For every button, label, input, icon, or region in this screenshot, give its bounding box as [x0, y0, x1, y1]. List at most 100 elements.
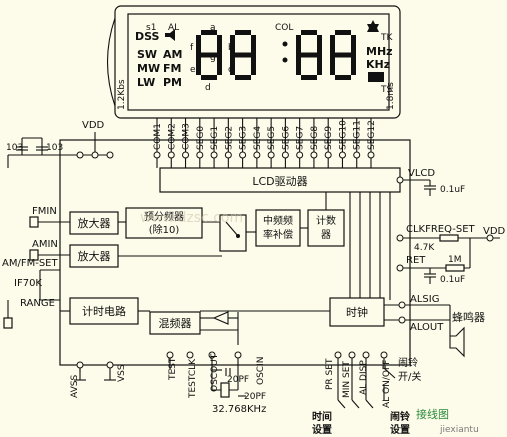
time-set-label-1: 时间	[312, 410, 332, 423]
buzzer-label: 蜂鸣器	[452, 310, 485, 324]
vdd-pin-terminal	[91, 151, 99, 159]
lcd-left-tab	[106, 17, 116, 107]
counter-block	[307, 209, 345, 247]
vss-label: VSS	[117, 364, 127, 382]
lcd-digit-3-segment-g	[301, 52, 317, 58]
lcd-digit-1-segment-d	[201, 75, 217, 80]
pin-terminal-seg7	[296, 151, 304, 159]
alarm-switch-label-1: 闹铃	[398, 356, 418, 369]
pin-terminal-com1	[153, 151, 161, 159]
crystal-icon	[220, 382, 230, 398]
cap-103-b-label: 103	[46, 143, 63, 153]
lcd-al-label: AL	[168, 23, 179, 33]
lcd-digit-2-segment-b	[251, 35, 256, 55]
lcd-digit-4-segment-d	[335, 75, 351, 80]
time-set-label-2: 设置	[312, 423, 332, 436]
pin-terminal-seg5	[267, 151, 275, 159]
lcd-digit-2-segment-e	[230, 55, 235, 75]
pin-label-seg6: SEG6	[281, 126, 291, 150]
if70k-label: IF70K	[14, 278, 42, 289]
cap-103-a-label: 103	[6, 143, 23, 153]
oscin-label: OSCIN	[256, 357, 266, 385]
mixer-block	[149, 311, 201, 335]
lcd-digit-1-segment-f	[196, 35, 201, 55]
lcd-khz-label: KHz	[366, 58, 390, 71]
ret-label: RET	[406, 255, 426, 266]
pin-label-seg3: SEG3	[239, 126, 249, 150]
pin-label-com1: COM1	[153, 123, 163, 150]
clock-label: 时钟	[346, 305, 368, 319]
lcd-digit-3-segment-a	[301, 30, 317, 35]
pin-terminal-com3	[182, 151, 190, 159]
vdd-decoupling-section: VDD 103 103	[6, 120, 114, 168]
lcd-digit-4-segment-f	[330, 35, 335, 55]
pin-terminal-seg2	[224, 151, 232, 159]
pin-terminal-seg9	[324, 151, 332, 159]
res-47k-label: 4.7K	[414, 243, 435, 253]
prescaler-label-1: 预分频器	[144, 210, 184, 223]
lcd-left-vertical-label: 1.2Kbs	[117, 79, 127, 110]
amin-label: AMIN	[32, 239, 58, 250]
lcd-digit-2-segment-f	[230, 35, 235, 55]
pin-label-seg10: SEG10	[338, 120, 348, 150]
lcd-digit-3-segment-d	[301, 75, 317, 80]
watermark-text: www.dzsc.com	[140, 210, 243, 226]
ret-cap-label: 0.1uF	[440, 275, 465, 285]
pin-terminal-seg8	[310, 151, 318, 159]
lcd-pm-label: PM	[163, 76, 182, 89]
lcd-digit-1-segment-e	[196, 55, 201, 75]
pin-terminal-seg4	[253, 151, 261, 159]
pin-label-seg4: SEG4	[253, 126, 263, 150]
resistor-4-7k	[439, 234, 459, 242]
sleep-bed-icon	[368, 72, 384, 82]
pin-terminal-seg3	[239, 151, 247, 159]
lcd-seg-letter-g: g	[210, 53, 216, 63]
watermark-text-2: 接线图	[416, 407, 449, 421]
pin-terminal-seg6	[281, 151, 289, 159]
ic-outline	[59, 139, 411, 366]
pin-label-seg1: SEG1	[210, 126, 220, 150]
alarm-set-label-1: 闹铃	[390, 410, 411, 423]
alarm-bell-icon	[367, 20, 379, 32]
lcd-digit-1-segment-g	[201, 52, 217, 58]
prescaler-label-2: (除10)	[149, 223, 180, 236]
lcd-seg-letter-c: c	[228, 65, 233, 75]
lcd-digit-4-segment-a	[335, 30, 351, 35]
lcd-seg-letter-b: b	[228, 43, 234, 53]
vlcd-label: VLCD	[408, 168, 435, 179]
prescaler-block	[125, 207, 203, 239]
if-compensation-label-1: 中频频	[263, 214, 293, 227]
pin-terminal-seg12	[367, 151, 375, 159]
pin-label-seg5: SEG5	[267, 126, 277, 150]
right-side-section: VLCD 0.1uF CLKFREQ-SET 4.7K VDD RET 1M 0…	[384, 168, 506, 358]
al-onoff-label: AL ON/OFF	[382, 360, 392, 408]
vdd-right-label: VDD	[483, 226, 506, 237]
lcd-digit-3-segment-b	[317, 35, 322, 55]
oscout-label: OSCOUT	[210, 353, 220, 392]
range-label: RANGE	[20, 298, 55, 309]
cap-20pf-b-label: 20PF	[244, 392, 266, 402]
lcd-colon-top-dot	[282, 41, 288, 47]
lcd-seg-letter-e: e	[190, 65, 196, 75]
mixer-label: 混频器	[159, 316, 192, 330]
lcd-digit-2-segment-g	[235, 52, 251, 58]
lcd-digit-4-segment-g	[335, 52, 351, 58]
pin-label-seg9: SEG9	[324, 126, 334, 150]
lcd-sw-label: SW	[137, 48, 157, 61]
lcd-mw-label: MW	[137, 62, 160, 75]
if-compensation-block	[255, 209, 301, 247]
lcd-ts-label: TS	[380, 85, 392, 95]
lcd-digit-1-segment-b	[217, 35, 222, 55]
pin-label-seg12: SEG12	[367, 120, 377, 150]
alarm-onoff-switch	[383, 367, 396, 379]
selector-switch-block	[219, 214, 247, 252]
lcd-digit-2-segment-c	[251, 55, 256, 75]
pin-terminal-seg10	[338, 151, 346, 159]
pin-label-seg2: SEG2	[224, 126, 234, 150]
lcd-digit-2-segment-d	[235, 75, 251, 80]
pin-terminal-com2	[167, 151, 175, 159]
lcd-seg-letter-d: d	[205, 83, 211, 93]
lcd-fm-label: FM	[163, 62, 181, 75]
